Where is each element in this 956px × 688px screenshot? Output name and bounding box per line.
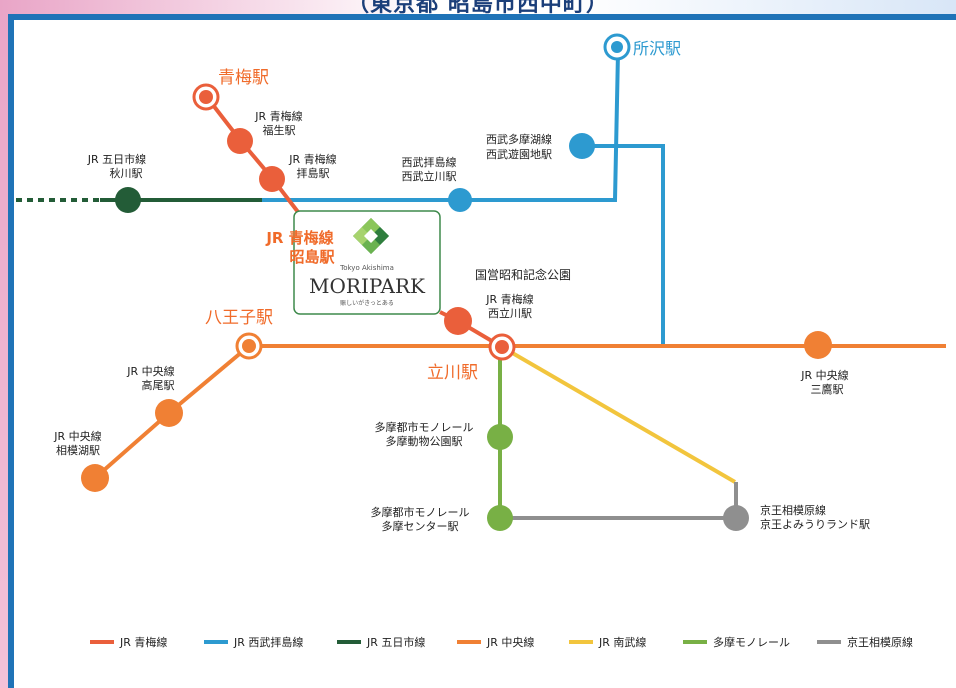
label-tama-zoo-station: 多摩動物公園駅: [386, 434, 463, 448]
legend-label: 多摩モノレール: [713, 635, 790, 649]
label-akigawa-line: JR 五日市線: [87, 152, 146, 166]
label-tokorozawa: 所沢駅: [633, 39, 681, 58]
station-mitaka: [804, 331, 832, 359]
station-tama-zoo: [487, 424, 513, 450]
ome-line: [204, 94, 300, 214]
label-nishi-tachikawa-line: JR 青梅線: [485, 292, 533, 306]
label-sagamiko-station: 相模湖駅: [56, 444, 100, 457]
station-tokorozawa: [603, 33, 631, 61]
station-nishi-tachikawa-seibu: [448, 188, 472, 212]
label-hachioji: 八王子駅: [205, 308, 273, 328]
label-seibu-yuenchi-line: 西武多摩湖線: [486, 132, 552, 146]
left-decor-strip: [0, 0, 10, 688]
label-takao-station: 高尾駅: [142, 378, 175, 392]
label-nishi-tachikawa-seibu-line: 西武拝島線: [402, 155, 457, 169]
label-sagamiko-line: JR 中央線: [53, 429, 101, 443]
header-title: （東京都 昭島市西中町）: [347, 0, 609, 17]
seibu-line: [128, 51, 620, 202]
legend-label: JR 西武拝島線: [233, 635, 303, 649]
station-sagamiko: [81, 464, 109, 492]
label-nishi-tachikawa-station: 西立川駅: [488, 306, 532, 320]
station-haijima: [259, 166, 285, 192]
legend-label: 京王相模原線: [847, 635, 913, 649]
station-tama-center: [487, 505, 513, 531]
label-tama-center-station: 多摩センター駅: [382, 519, 459, 533]
label-akigawa-station: 秋川駅: [110, 166, 143, 180]
moripark-logo: Tokyo Akishima MORIPARK 賑しいがきっとある: [293, 210, 441, 315]
nambu-line: [500, 345, 737, 484]
green-diamond-logo-icon: [353, 218, 389, 254]
label-akishima-line: JR 青梅線: [265, 229, 333, 247]
label-haijima-line: JR 青梅線: [288, 152, 336, 166]
legend-label: JR 南武線: [598, 635, 646, 649]
map-panel: [14, 20, 956, 688]
line-legend: JR 青梅線 JR 西武拝島線 JR 五日市線 JR 中央線 JR 南武線 多摩モノレール…: [90, 635, 913, 649]
station-ome: [192, 83, 220, 111]
label-fussa-line: JR 青梅線: [254, 109, 302, 123]
logo-tagline: Tokyo Akishima: [339, 264, 394, 272]
station-takao: [155, 399, 183, 427]
legend-item: JR 西武拝島線: [204, 635, 303, 649]
station-tachikawa: [488, 333, 516, 361]
legend-item: 京王相模原線: [817, 635, 913, 649]
label-tama-zoo-line: 多摩都市モノレール: [375, 420, 474, 434]
logo-name: MORIPARK: [309, 274, 426, 298]
legend-item: JR 中央線: [457, 635, 534, 649]
seibu-tamako-line: [582, 144, 665, 345]
label-showa-park: 国営昭和記念公園: [475, 267, 571, 282]
label-akishima-station: 昭島駅: [289, 248, 335, 266]
station-seibu-yuenchi: [569, 133, 595, 159]
label-mitaka-station: 三鷹駅: [811, 382, 844, 396]
top-decor-strip: [0, 0, 956, 16]
legend-item: JR 南武線: [569, 635, 646, 649]
label-fussa-station: 福生駅: [263, 123, 296, 137]
station-akigawa: [115, 187, 141, 213]
label-seibu-yuenchi-station: 西武遊園地駅: [486, 147, 552, 161]
logo-slogan: 賑しいがきっとある: [340, 299, 394, 307]
legend-label: JR 中央線: [486, 635, 534, 649]
station-fussa: [227, 128, 253, 154]
label-keio-yomiuriland-station: 京王よみうりランド駅: [760, 517, 870, 531]
station-keio-yomiuriland: [723, 505, 749, 531]
keio-line: [500, 482, 738, 520]
label-tama-center-line: 多摩都市モノレール: [371, 505, 470, 519]
label-ome: 青梅駅: [218, 68, 269, 88]
legend-item: JR 青梅線: [90, 635, 167, 649]
legend-item: JR 五日市線: [337, 635, 425, 649]
label-tachikawa: 立川駅: [427, 363, 478, 383]
station-nishi-tachikawa: [444, 307, 472, 335]
legend-label: JR 五日市線: [366, 635, 425, 649]
label-mitaka-line: JR 中央線: [800, 368, 848, 382]
label-takao-line: JR 中央線: [126, 364, 174, 378]
label-haijima-station: 拝島駅: [297, 166, 330, 180]
legend-item: 多摩モノレール: [683, 635, 790, 649]
label-nishi-tachikawa-seibu-station: 西武立川駅: [402, 169, 457, 183]
label-keio-yomiuriland-line: 京王相模原線: [760, 503, 826, 517]
station-hachioji: [235, 332, 263, 360]
legend-label: JR 青梅線: [119, 635, 167, 649]
